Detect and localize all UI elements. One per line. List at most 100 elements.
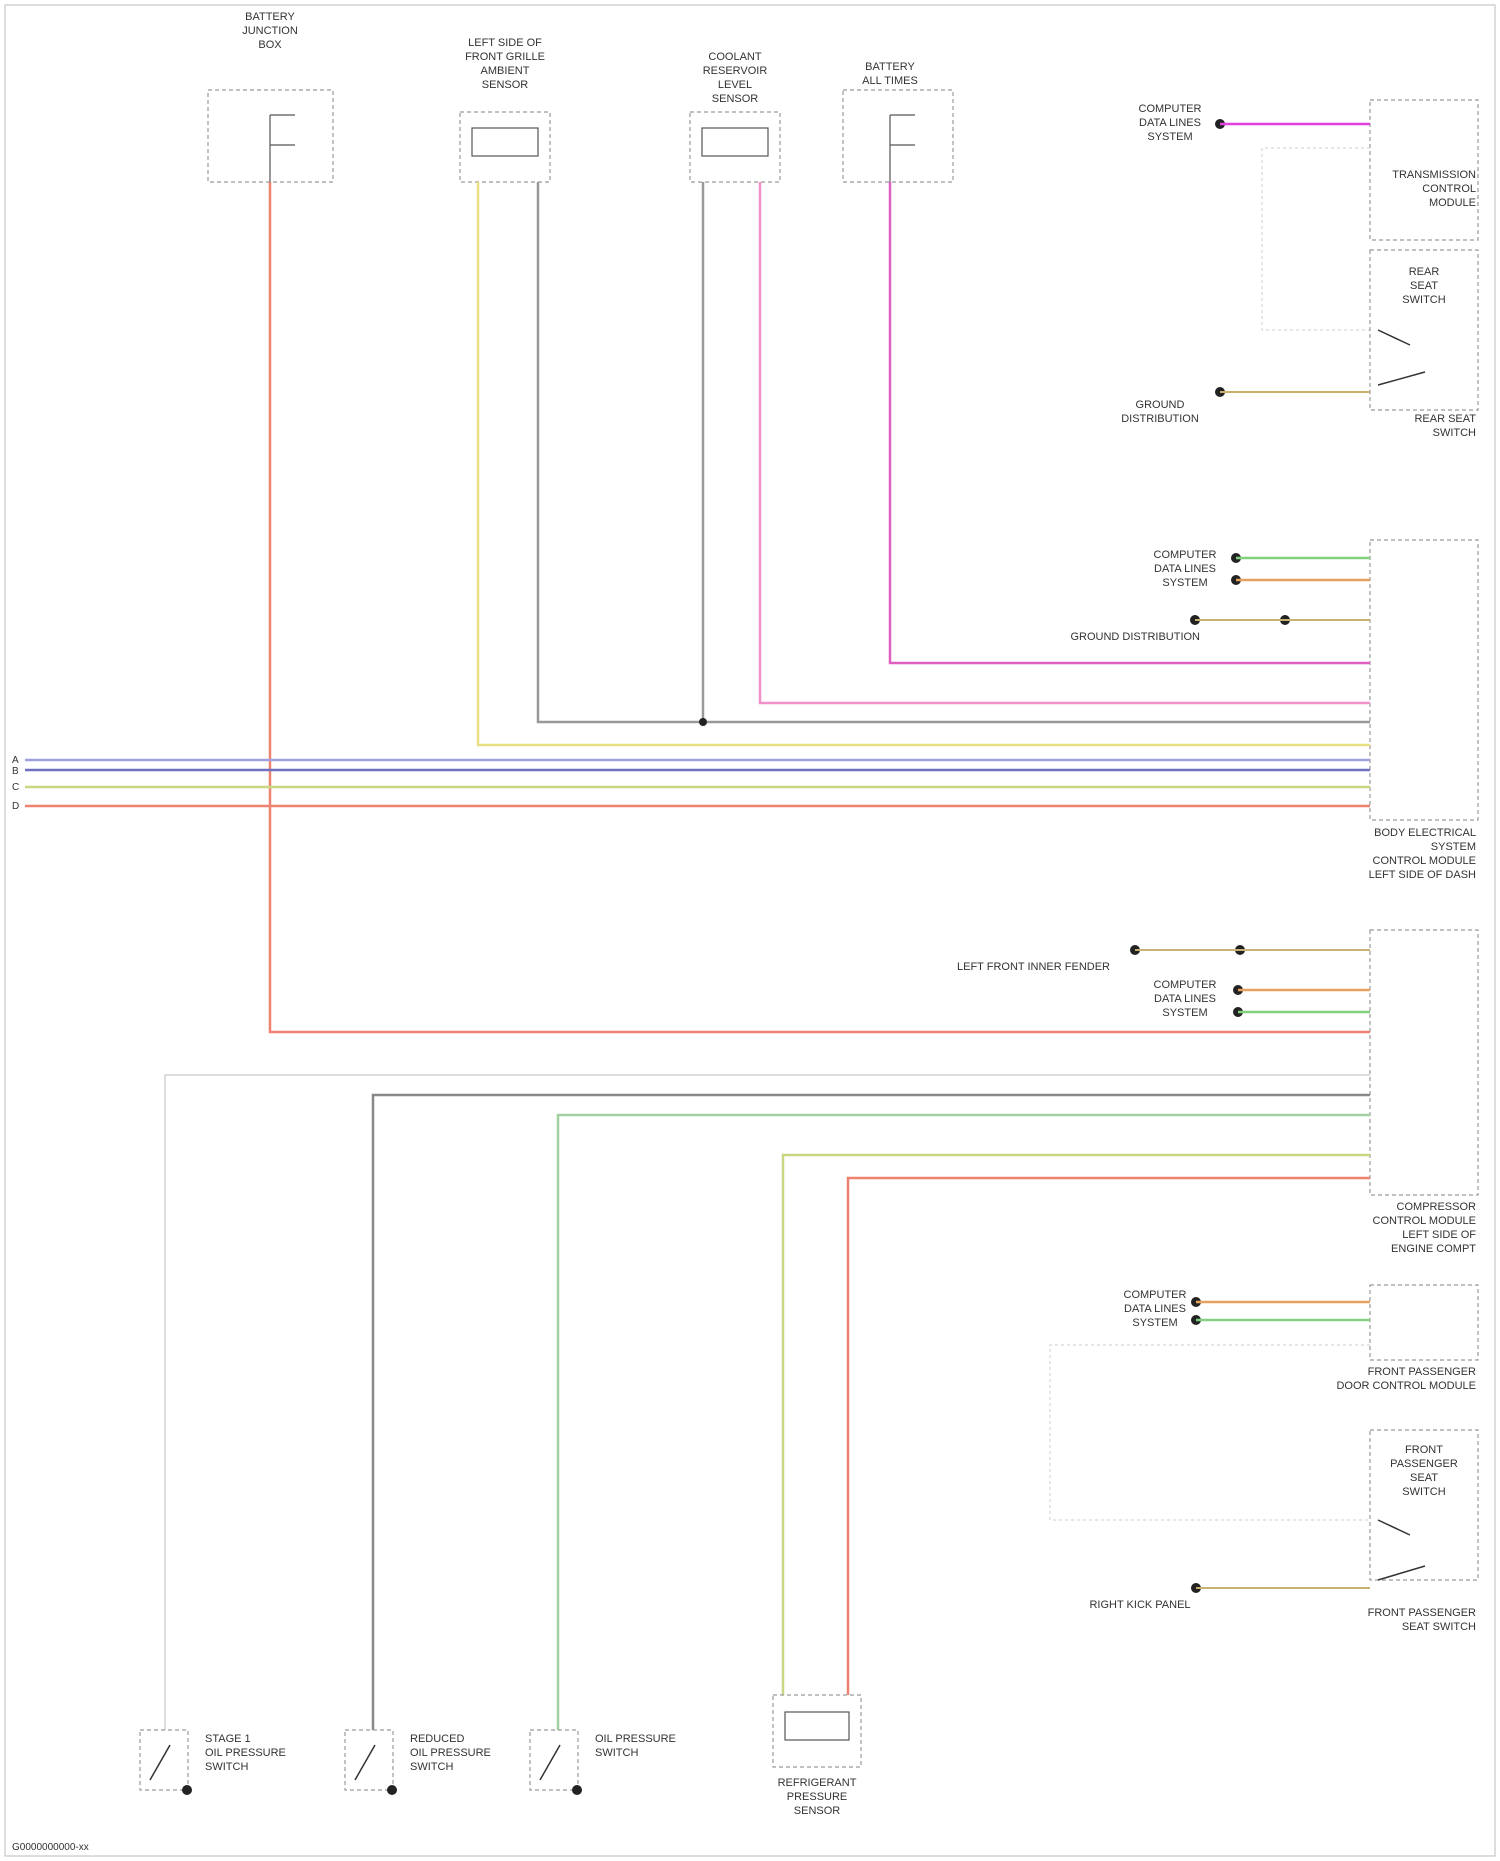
- level-sensor-label-2: LEVEL: [718, 79, 752, 91]
- rear-switch-label-2: SWITCH: [1402, 294, 1445, 306]
- front-passenger-seat-switch: FRONT PASSENGER SEAT SWITCH FRONT PASSEN…: [1368, 1430, 1478, 1633]
- rear-seat-switch: REAR SEAT SWITCH REAR SEAT SWITCH: [1370, 250, 1478, 439]
- fuse-tr-label-0: BATTERY: [865, 61, 915, 73]
- left-edge-connectors: A B C D: [12, 755, 19, 812]
- pressure-label-2: SENSOR: [794, 1805, 841, 1817]
- comp-comp-0: COMPUTER: [1154, 979, 1217, 991]
- ground-body-label: GROUND DISTRIBUTION: [1070, 631, 1200, 643]
- coolant-level-sensor: COOLANT RESERVOIR LEVEL SENSOR: [690, 51, 780, 182]
- oil-pressure-switch-2: REDUCED OIL PRESSURE SWITCH: [345, 1730, 491, 1795]
- ground-comp-label: LEFT FRONT INNER FENDER: [957, 961, 1110, 973]
- oil-pressure-switch-3: OIL PRESSURE SWITCH: [530, 1730, 676, 1795]
- diagram-footer-id: G0000000000-xx: [12, 1842, 89, 1853]
- oil-pressure-switch-1: STAGE 1 OIL PRESSURE SWITCH: [140, 1730, 286, 1795]
- front-seat-label-1: PASSENGER: [1390, 1458, 1458, 1470]
- level-sensor-label-1: RESERVOIR: [703, 65, 768, 77]
- comp-comp-1: DATA LINES: [1154, 993, 1216, 1005]
- comp-front-1: DATA LINES: [1124, 1303, 1186, 1315]
- comp-front-0: COMPUTER: [1124, 1289, 1187, 1301]
- sw2-label-2: SWITCH: [410, 1761, 453, 1773]
- refrigerant-pressure-sensor: REFRIGERANT PRESSURE SENSOR: [773, 1695, 861, 1817]
- front-seat-label-3: SWITCH: [1402, 1486, 1445, 1498]
- left-sensor-label-2: AMBIENT: [481, 65, 530, 77]
- body-electrical-module: BODY ELECTRICAL SYSTEM CONTROL MODULE LE…: [1369, 540, 1478, 881]
- comp-top-1: DATA LINES: [1139, 117, 1201, 129]
- pressure-label-1: PRESSURE: [787, 1791, 848, 1803]
- fuse-tl-label-2: BOX: [258, 39, 282, 51]
- front-seat-label-0: FRONT: [1405, 1444, 1443, 1456]
- fuse-box-top-right: BATTERY ALL TIMES: [843, 61, 953, 182]
- edge-b: B: [12, 766, 19, 777]
- left-sensor-label-0: LEFT SIDE OF: [468, 37, 542, 49]
- comp-body-0: COMPUTER: [1154, 549, 1217, 561]
- sw1-label-1: OIL PRESSURE: [205, 1747, 286, 1759]
- rear-switch-label-0: REAR: [1409, 266, 1440, 278]
- ground-rear: GROUND DISTRIBUTION: [1121, 387, 1370, 425]
- fuse-tl-label-0: BATTERY: [245, 11, 295, 23]
- comp-module-label-1: CONTROL MODULE: [1373, 1215, 1477, 1227]
- left-sensor-label-3: SENSOR: [482, 79, 529, 91]
- sw2-label-0: REDUCED: [410, 1733, 464, 1745]
- computer-data-label-comp: COMPUTER DATA LINES SYSTEM: [1154, 979, 1243, 1019]
- body-module-label-2: CONTROL MODULE: [1373, 855, 1477, 867]
- left-grille-sensor: LEFT SIDE OF FRONT GRILLE AMBIENT SENSOR: [460, 37, 550, 182]
- wire-gray-sw2: [373, 1095, 1370, 1730]
- comp-comp-2: SYSTEM: [1162, 1007, 1207, 1019]
- left-sensor-label-1: FRONT GRILLE: [465, 51, 545, 63]
- rear-switch-bottom-1: SWITCH: [1433, 427, 1476, 439]
- body-module-label-1: SYSTEM: [1431, 841, 1476, 853]
- pcm-top-label-1: CONTROL: [1422, 183, 1476, 195]
- pressure-label-0: REFRIGERANT: [778, 1777, 857, 1789]
- edge-c: C: [12, 782, 19, 793]
- rear-switch-label-1: SEAT: [1410, 280, 1438, 292]
- ground-front: RIGHT KICK PANEL: [1089, 1583, 1370, 1611]
- fuse-tl-label-1: JUNCTION: [242, 25, 298, 37]
- pcm-top-label-0: TRANSMISSION: [1392, 169, 1476, 181]
- comp-top-0: COMPUTER: [1139, 103, 1202, 115]
- computer-data-label-front: COMPUTER DATA LINES SYSTEM: [1124, 1289, 1201, 1329]
- wire-red-pressure: [848, 1178, 1370, 1695]
- ground-rear-0: GROUND: [1136, 399, 1185, 411]
- ground-body: GROUND DISTRIBUTION: [1070, 615, 1370, 643]
- front-pcm-label-1: DOOR CONTROL MODULE: [1336, 1380, 1476, 1392]
- edge-a: A: [12, 755, 19, 766]
- front-seat-bottom-0: FRONT PASSENGER: [1368, 1607, 1476, 1619]
- computer-data-label-body: COMPUTER DATA LINES SYSTEM: [1154, 549, 1241, 589]
- ground-front-label: RIGHT KICK PANEL: [1089, 1599, 1190, 1611]
- compressor-control-module: COMPRESSOR CONTROL MODULE LEFT SIDE OF E…: [1370, 930, 1478, 1255]
- transmission-module-top: TRANSMISSION CONTROL MODULE: [1370, 100, 1478, 240]
- comp-body-1: DATA LINES: [1154, 563, 1216, 575]
- level-sensor-label-0: COOLANT: [708, 51, 761, 63]
- front-pcm-label-0: FRONT PASSENGER: [1368, 1366, 1476, 1378]
- wire-yellow-sensor: [478, 182, 1370, 745]
- comp-body-2: SYSTEM: [1162, 577, 1207, 589]
- comp-module-label-3: ENGINE COMPT: [1391, 1243, 1476, 1255]
- wire-green-sw3: [558, 1115, 1370, 1730]
- rear-switch-bottom-0: REAR SEAT: [1414, 413, 1476, 425]
- comp-top-2: SYSTEM: [1147, 131, 1192, 143]
- edge-d: D: [12, 801, 19, 812]
- sw3-label-1: SWITCH: [595, 1747, 638, 1759]
- level-sensor-label-3: SENSOR: [712, 93, 759, 105]
- comp-front-2: SYSTEM: [1132, 1317, 1177, 1329]
- wire-red-fuse-tl: [270, 182, 1370, 1032]
- wire-pink-level: [760, 182, 1370, 703]
- front-seat-bottom-1: SEAT SWITCH: [1402, 1621, 1476, 1633]
- body-module-label-0: BODY ELECTRICAL: [1374, 827, 1476, 839]
- fuse-box-top-left: BATTERY JUNCTION BOX: [208, 11, 333, 182]
- fuse-tr-label-1: ALL TIMES: [862, 75, 918, 87]
- comp-module-label-0: COMPRESSOR: [1397, 1201, 1477, 1213]
- wire-gray-sensor: [538, 182, 1370, 722]
- sw1-label-2: SWITCH: [205, 1761, 248, 1773]
- front-seat-label-2: SEAT: [1410, 1472, 1438, 1484]
- wire-white-sw1: [165, 1075, 1370, 1730]
- body-module-label-3: LEFT SIDE OF DASH: [1369, 869, 1476, 881]
- ground-rear-1: DISTRIBUTION: [1121, 413, 1199, 425]
- diagram-border: [5, 5, 1495, 1856]
- computer-data-label-top: COMPUTER DATA LINES SYSTEM: [1139, 103, 1225, 143]
- comp-module-label-2: LEFT SIDE OF: [1402, 1229, 1476, 1241]
- pcm-top-label-2: MODULE: [1429, 197, 1476, 209]
- sw2-label-1: OIL PRESSURE: [410, 1747, 491, 1759]
